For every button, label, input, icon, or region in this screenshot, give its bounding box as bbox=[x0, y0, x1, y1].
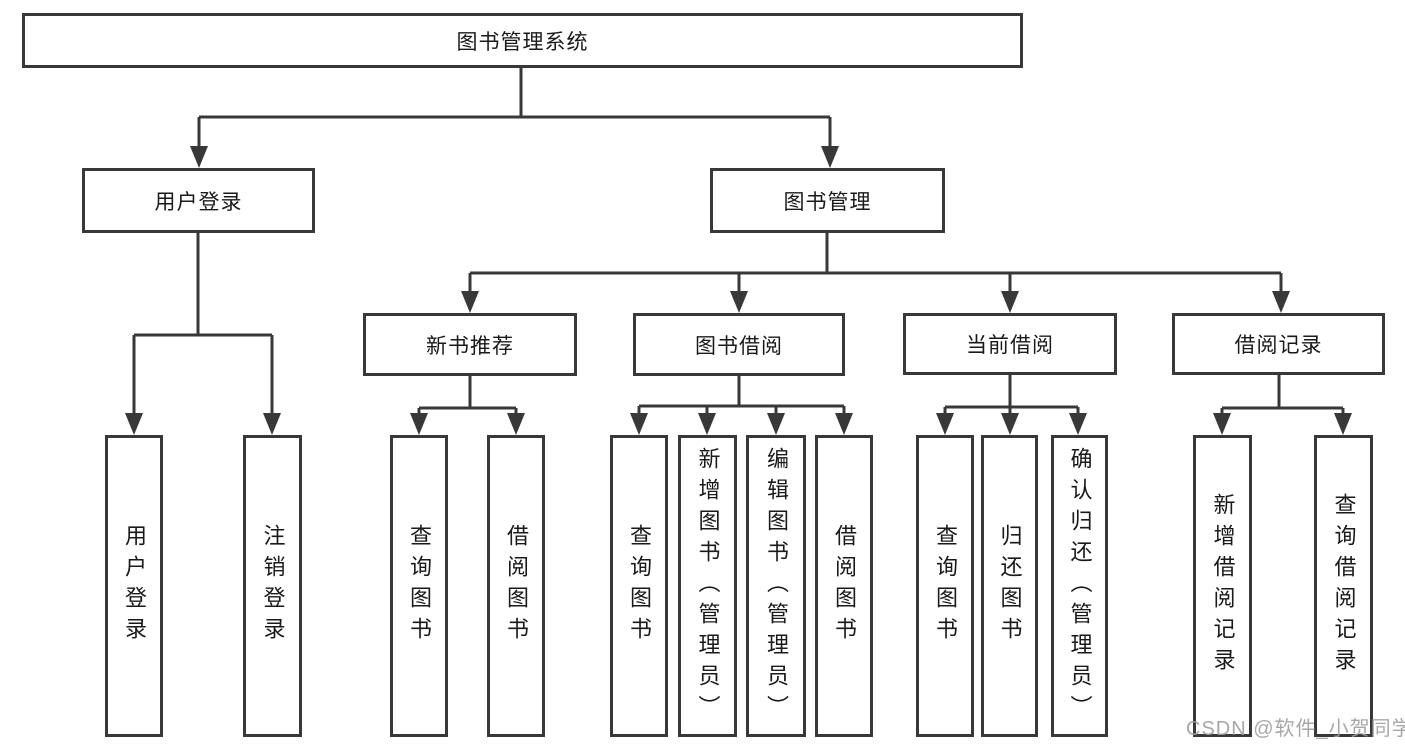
connector-new-book bbox=[417, 376, 518, 414]
arrow-down-icon bbox=[835, 413, 853, 435]
arrow-down-icon bbox=[767, 413, 785, 435]
arrow-down-icon bbox=[125, 413, 143, 435]
arrow-down-icon bbox=[1001, 413, 1019, 435]
arrow-down-icon bbox=[1334, 413, 1352, 435]
arrow-down-icon bbox=[190, 146, 208, 168]
leaf-confirm-return-admin: 确认归还（管理员） bbox=[1051, 435, 1108, 737]
leaf-borrow-edit-admin-label: 编辑图书（管理员） bbox=[764, 446, 789, 726]
node-user-login: 用户登录 bbox=[82, 168, 315, 233]
leaf-borrow-query-label: 查询图书 bbox=[627, 524, 652, 648]
node-root-label: 图书管理系统 bbox=[456, 30, 589, 54]
leaf-borrow-book: 借阅图书 bbox=[815, 435, 873, 737]
arrow-down-icon bbox=[1213, 413, 1231, 435]
arrow-down-icon bbox=[1272, 291, 1290, 313]
leaf-logout: 注销登录 bbox=[243, 435, 302, 737]
leaf-record-query: 查询借阅记录 bbox=[1314, 435, 1373, 737]
arrow-down-icon bbox=[410, 413, 428, 435]
arrow-down-icon bbox=[1001, 291, 1019, 313]
leaf-newbook-query-label: 查询图书 bbox=[407, 524, 432, 648]
node-current-borrow: 当前借阅 bbox=[903, 313, 1117, 375]
node-current-borrow-label: 当前借阅 bbox=[966, 334, 1054, 357]
leaf-record-query-label: 查询借阅记录 bbox=[1331, 493, 1357, 679]
arrow-down-icon bbox=[507, 413, 525, 435]
arrow-down-icon bbox=[821, 146, 839, 168]
arrow-down-icon bbox=[936, 413, 954, 435]
arrow-down-icon bbox=[1069, 413, 1087, 435]
node-book-management-label: 图书管理 bbox=[783, 190, 872, 214]
connector-book-borrow bbox=[637, 376, 846, 414]
leaf-newbook-query: 查询图书 bbox=[390, 435, 448, 737]
leaf-return-book-label: 归还图书 bbox=[997, 524, 1023, 648]
connector-login bbox=[132, 233, 274, 414]
leaf-newbook-borrow: 借阅图书 bbox=[487, 435, 545, 737]
arrow-down-icon bbox=[263, 413, 281, 435]
leaf-logout-label: 注销登录 bbox=[260, 524, 286, 648]
leaf-borrow-add-admin: 新增图书（管理员） bbox=[678, 435, 737, 737]
leaf-record-add-label: 新增借阅记录 bbox=[1210, 493, 1236, 679]
leaf-user-login: 用户登录 bbox=[105, 435, 163, 737]
csdn-watermark: CSDN @软件_小贺同学 bbox=[1186, 718, 1405, 740]
connector-current-borrow bbox=[943, 375, 1080, 414]
node-book-borrow: 图书借阅 bbox=[633, 313, 845, 376]
leaf-confirm-return-admin-label: 确认归还（管理员） bbox=[1067, 446, 1093, 726]
arrow-down-icon bbox=[730, 291, 748, 313]
node-book-management: 图书管理 bbox=[710, 168, 945, 233]
node-borrow-record: 借阅记录 bbox=[1172, 313, 1385, 375]
connector-root bbox=[197, 67, 832, 147]
leaf-current-query: 查询图书 bbox=[916, 435, 974, 737]
leaf-borrow-edit-admin: 编辑图书（管理员） bbox=[746, 435, 806, 737]
node-borrow-record-label: 借阅记录 bbox=[1234, 334, 1323, 357]
arrow-down-icon bbox=[461, 291, 479, 313]
arrow-down-icon bbox=[630, 413, 648, 435]
leaf-newbook-borrow-label: 借阅图书 bbox=[504, 524, 529, 648]
connector-borrow-record bbox=[1220, 375, 1345, 414]
leaf-borrow-add-admin-label: 新增图书（管理员） bbox=[695, 446, 721, 726]
node-new-book-recommend-label: 新书推荐 bbox=[426, 334, 514, 358]
connector-management bbox=[468, 233, 1283, 292]
leaf-record-add: 新增借阅记录 bbox=[1193, 435, 1252, 737]
node-user-login-label: 用户登录 bbox=[154, 190, 243, 214]
leaf-borrow-query: 查询图书 bbox=[610, 435, 668, 737]
node-book-borrow-label: 图书借阅 bbox=[695, 334, 783, 358]
leaf-return-book: 归还图书 bbox=[981, 435, 1038, 737]
leaf-borrow-book-label: 借阅图书 bbox=[832, 524, 857, 648]
leaf-user-login-label: 用户登录 bbox=[122, 524, 147, 648]
leaf-current-query-label: 查询图书 bbox=[933, 524, 958, 648]
node-root: 图书管理系统 bbox=[22, 13, 1023, 68]
node-new-book-recommend: 新书推荐 bbox=[363, 313, 577, 376]
arrow-down-icon bbox=[698, 413, 716, 435]
